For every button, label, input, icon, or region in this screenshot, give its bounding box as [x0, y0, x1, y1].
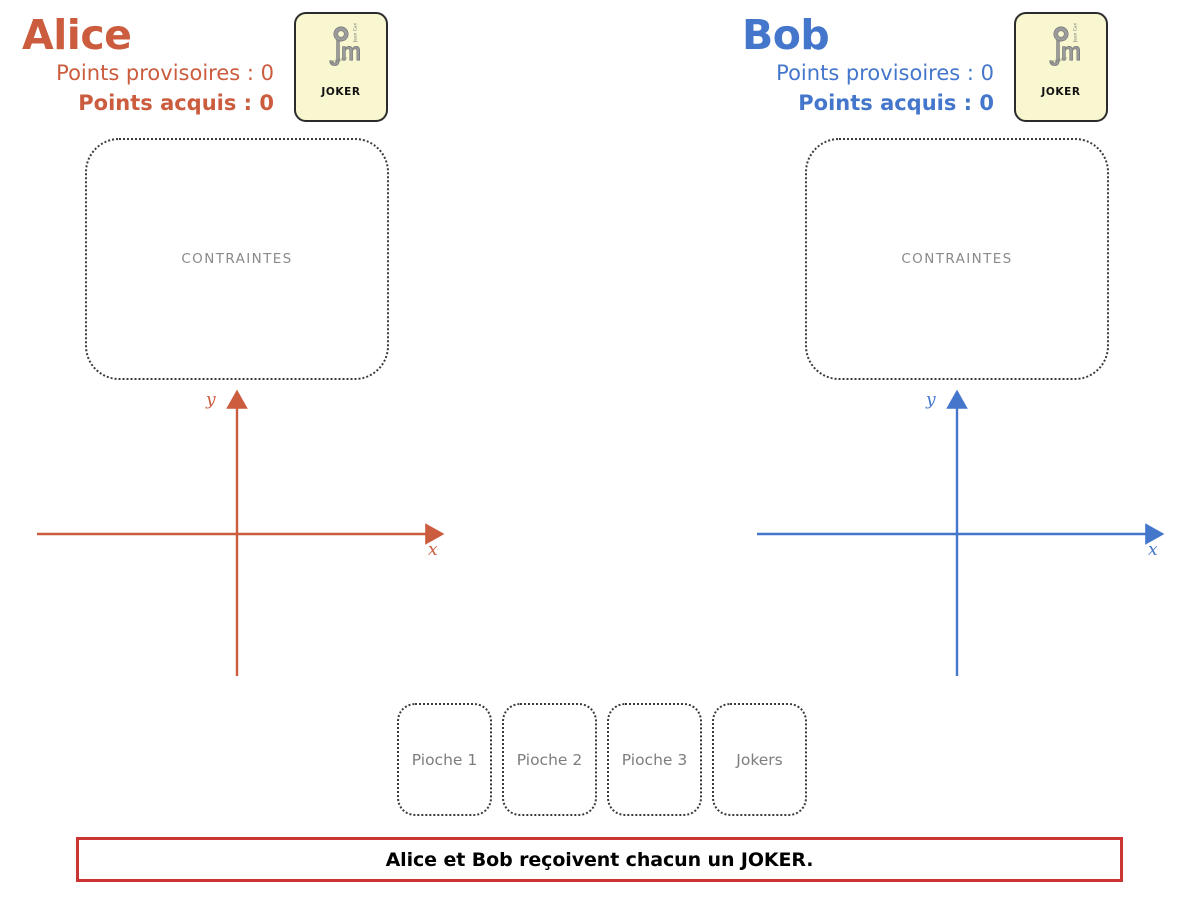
svg-text:Jean Carim: Jean Carim: [1073, 23, 1079, 43]
player-name-alice: Alice: [22, 11, 132, 59]
jm-monogram-logo-icon: Jean Carim création: [1049, 23, 1080, 67]
status-message-text: Alice et Bob reçoivent chacun un JOKER.: [385, 848, 814, 871]
player-panel-alice: Alice Points provisoires : 0 Points acqu…: [0, 0, 438, 690]
svg-text:Jean Carim: Jean Carim: [353, 23, 359, 43]
bob-header: Bob Points provisoires : 0 Points acquis…: [738, 12, 994, 118]
bob-constraints-label: CONTRAINTES: [901, 251, 1013, 267]
alice-provisional-points: Points provisoires : 0: [56, 61, 274, 85]
svg-text:création: création: [330, 55, 348, 64]
alice-joker-card[interactable]: Jean Carim création JOKER: [294, 12, 388, 122]
pile-pioche-2[interactable]: Pioche 2: [502, 703, 597, 816]
bob-x-axis-label: x: [1148, 540, 1158, 560]
alice-x-axis-label: x: [428, 540, 438, 560]
pile-label: Pioche 1: [411, 750, 478, 769]
pile-label: Jokers: [736, 750, 783, 769]
alice-constraints-zone[interactable]: CONTRAINTES: [85, 138, 389, 380]
alice-acquired-points: Points acquis : 0: [78, 91, 274, 115]
bob-constraints-zone[interactable]: CONTRAINTES: [805, 138, 1109, 380]
bob-joker-card-label: JOKER: [1041, 86, 1081, 98]
player-panel-bob: Bob Points provisoires : 0 Points acquis…: [720, 0, 1158, 690]
svg-text:création: création: [1050, 55, 1068, 64]
jm-monogram-logo-icon: Jean Carim création: [329, 23, 360, 67]
draw-piles: Pioche 1 Pioche 2 Pioche 3 Jokers: [397, 703, 807, 816]
alice-joker-card-label: JOKER: [321, 86, 361, 98]
bob-acquired-points: Points acquis : 0: [798, 91, 994, 115]
bob-joker-card[interactable]: Jean Carim création JOKER: [1014, 12, 1108, 122]
pile-pioche-1[interactable]: Pioche 1: [397, 703, 492, 816]
pile-pioche-3[interactable]: Pioche 3: [607, 703, 702, 816]
player-name-bob: Bob: [742, 11, 830, 59]
pile-label: Pioche 2: [516, 750, 583, 769]
bob-y-axis-label: y: [926, 390, 936, 410]
status-message-bar: Alice et Bob reçoivent chacun un JOKER.: [76, 837, 1123, 882]
alice-y-axis-label: y: [206, 390, 216, 410]
alice-header: Alice Points provisoires : 0 Points acqu…: [18, 12, 274, 118]
pile-jokers[interactable]: Jokers: [712, 703, 807, 816]
bob-provisional-points: Points provisoires : 0: [776, 61, 994, 85]
pile-label: Pioche 3: [621, 750, 688, 769]
alice-constraints-label: CONTRAINTES: [181, 251, 293, 267]
